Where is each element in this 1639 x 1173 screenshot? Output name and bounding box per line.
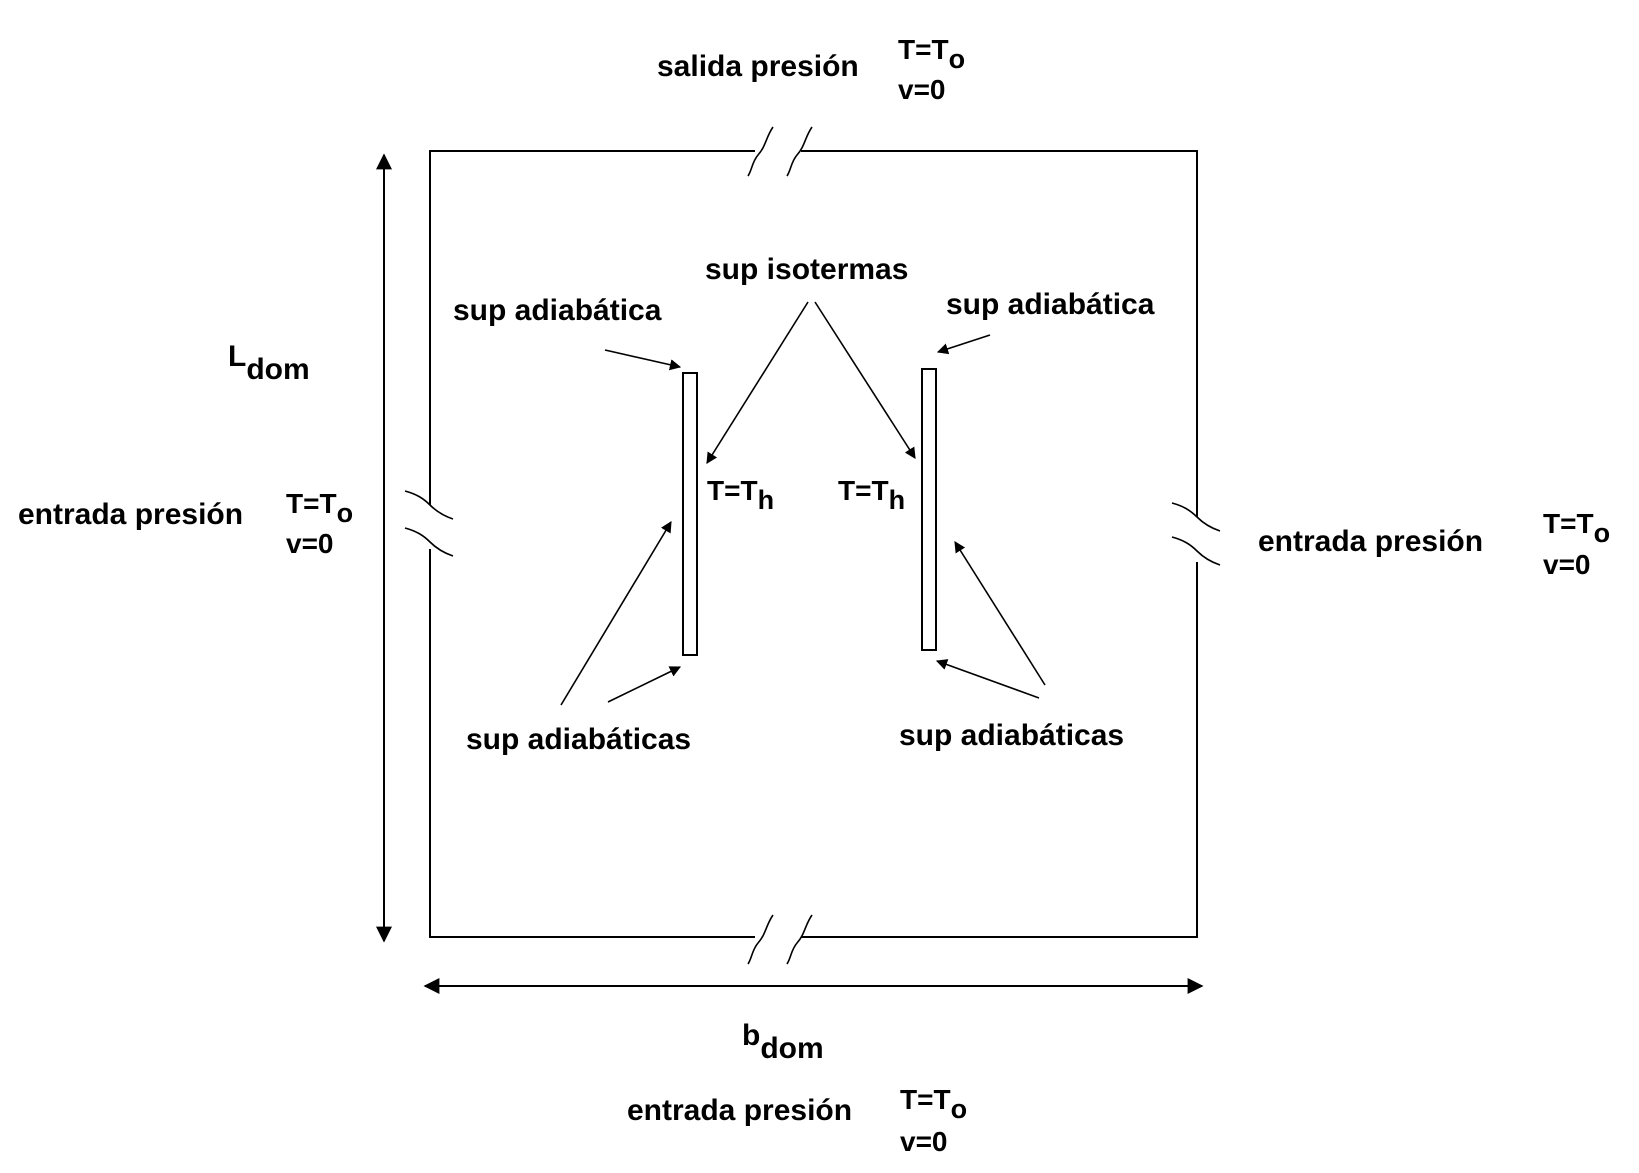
bottom-inlet-label: entrada presión [627,1094,853,1127]
isotherm-arrow-right [814,301,916,459]
left-temp-bc: T=To [286,488,353,527]
bottom-temp-bc-sub: o [950,1094,968,1124]
right-break-mark [1171,502,1221,566]
left-opening-gap [425,505,435,549]
left-vel-bc: v=0 [286,528,334,559]
adiabatic-surface-label-left: sup adiabática [453,294,662,327]
top-break-mark [747,126,813,177]
adiabatic-arrow-left-top [604,349,682,371]
top-temp-bc: T=To [898,34,965,73]
length-label: Ldom [228,340,310,385]
right-heated-plate [921,368,937,651]
left-plate-temp: T=Th [707,475,774,514]
bottom-break-mark [747,914,813,965]
right-temp-bc: T=To [1543,508,1610,547]
right-opening-gap [1192,517,1202,562]
top-opening-gap [755,146,801,156]
left-plate-temp-sub: h [757,485,775,515]
adiabatic-arrow-right-side [954,541,1046,686]
width-subscript: dom [760,1032,824,1065]
width-label: bdom [742,1019,824,1064]
right-plate-temp-text: T=T [838,475,889,506]
top-outlet-label: salida presión [657,50,859,83]
left-plate-temp-text: T=T [707,475,758,506]
right-temp-bc-sub: o [1593,518,1611,548]
length-subscript: dom [246,353,310,386]
adiabatic-arrow-right-top [936,334,991,355]
length-symbol: L [228,340,247,373]
top-temp-bc-text: T=T [898,34,949,65]
adiabatic-arrow-left-side [560,521,672,706]
adiabatic-surfaces-label-right: sup adiabáticas [899,719,1125,752]
adiabatic-arrow-right-bottom [935,659,1040,699]
top-temp-bc-sub: o [948,44,966,74]
bottom-temp-bc: T=To [900,1084,967,1123]
pointer-arrows [560,301,1046,706]
adiabatic-arrow-left-bottom [607,666,682,703]
right-vel-bc: v=0 [1543,549,1591,580]
bottom-opening-gap [755,932,801,942]
right-plate-temp: T=Th [838,475,905,514]
left-inlet-label: entrada presión [18,498,244,531]
bottom-vel-bc: v=0 [900,1126,948,1157]
top-vel-bc: v=0 [898,74,946,105]
adiabatic-surface-label-right: sup adiabática [946,288,1155,321]
left-break-mark [404,490,454,557]
adiabatic-surfaces-label-left: sup adiabáticas [466,723,692,756]
left-heated-plate [682,372,698,656]
isotherm-arrow-left [706,301,809,464]
right-plate-temp-sub: h [888,485,906,515]
width-symbol: b [742,1019,761,1052]
left-temp-bc-text: T=T [286,488,337,519]
right-temp-bc-text: T=T [1543,508,1594,539]
bottom-temp-bc-text: T=T [900,1084,951,1115]
isotherm-surfaces-label: sup isotermas [705,253,909,286]
right-inlet-label: entrada presión [1258,525,1484,558]
left-temp-bc-sub: o [336,498,354,528]
